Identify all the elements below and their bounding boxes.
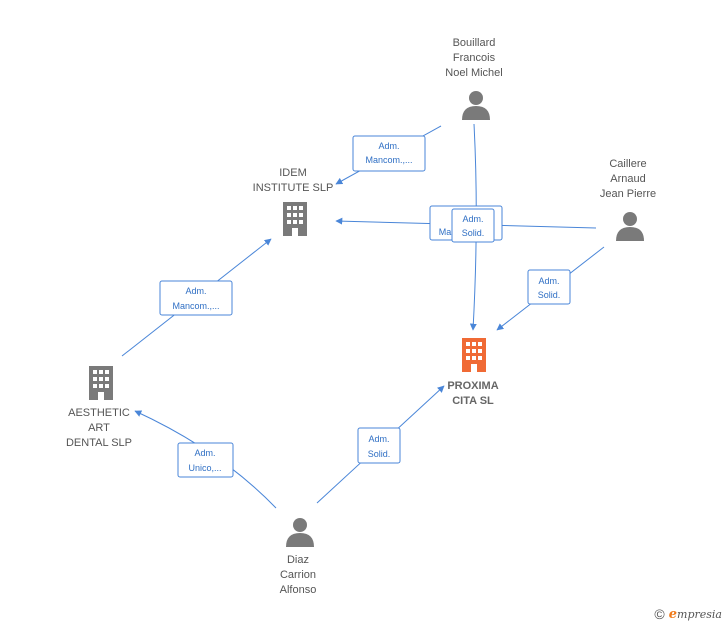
edge-label-diaz-aesthetic[interactable]: Adm. Unico,...: [177, 442, 234, 478]
building-icon: [283, 202, 307, 236]
svg-text:Adm.: Adm.: [538, 276, 559, 286]
svg-text:AESTHETIC: AESTHETIC: [68, 407, 130, 419]
svg-text:Mancom.,...: Mancom.,...: [365, 155, 412, 165]
edge-label-diaz-proxima[interactable]: Adm. Solid.: [357, 427, 401, 464]
svg-text:Solid.: Solid.: [462, 228, 485, 238]
svg-text:Bouillard: Bouillard: [453, 37, 496, 49]
building-icon: [89, 366, 113, 400]
svg-text:CITA SL: CITA SL: [452, 395, 494, 407]
svg-text:Adm.: Adm.: [185, 286, 206, 296]
svg-text:Mancom.,...: Mancom.,...: [172, 301, 219, 311]
svg-text:ART: ART: [88, 422, 110, 434]
svg-text:Caillere: Caillere: [609, 158, 646, 170]
node-idem-institute[interactable]: IDEM INSTITUTE SLP: [253, 167, 334, 236]
svg-text:Ma: Ma: [439, 227, 452, 237]
svg-text:Unico,...: Unico,...: [188, 463, 221, 473]
node-bouillard[interactable]: Bouillard Francois Noel Michel: [445, 37, 503, 120]
svg-text:PROXIMA: PROXIMA: [447, 380, 498, 392]
edge-label-bouillard-idem[interactable]: Adm. Mancom.,...: [352, 135, 426, 172]
edge-label-caillere-proxima[interactable]: Adm. Solid.: [527, 269, 571, 305]
svg-text:Adm.: Adm.: [378, 141, 399, 151]
brand-name: mpresia: [677, 607, 722, 621]
svg-text:Adm.: Adm.: [462, 214, 483, 224]
svg-text:Adm.: Adm.: [368, 434, 389, 444]
person-icon: [286, 518, 314, 547]
node-aesthetic-art-dental[interactable]: AESTHETIC ART DENTAL SLP: [66, 366, 132, 449]
node-caillere[interactable]: Caillere Arnaud Jean Pierre: [600, 158, 656, 241]
svg-text:Diaz: Diaz: [287, 554, 309, 566]
person-icon: [616, 212, 644, 241]
svg-text:Alfonso: Alfonso: [280, 584, 317, 596]
building-icon: [462, 338, 486, 372]
svg-text:Carrion: Carrion: [280, 569, 316, 581]
svg-text:Arnaud: Arnaud: [610, 173, 645, 185]
svg-text:DENTAL SLP: DENTAL SLP: [66, 437, 132, 449]
edge-label-aesthetic-idem[interactable]: Adm. Mancom.,...: [159, 280, 233, 316]
brand-initial: e: [668, 606, 678, 622]
node-diaz-carrion[interactable]: Diaz Carrion Alfonso: [280, 518, 317, 596]
svg-text:Adm.: Adm.: [194, 448, 215, 458]
svg-text:Solid.: Solid.: [368, 449, 391, 459]
node-proxima-cita[interactable]: PROXIMA CITA SL: [447, 338, 499, 407]
edge-label-bouillard-proxima[interactable]: Adm. Solid.: [451, 208, 495, 243]
svg-text:IDEM: IDEM: [279, 167, 307, 179]
person-icon: [462, 91, 490, 120]
svg-text:Noel Michel: Noel Michel: [445, 67, 502, 79]
svg-text:Solid.: Solid.: [538, 290, 561, 300]
copyright-icon: ©: [654, 606, 665, 622]
footer-brand[interactable]: © empresia: [654, 606, 722, 622]
svg-text:Jean Pierre: Jean Pierre: [600, 188, 656, 200]
svg-text:Francois: Francois: [453, 52, 496, 64]
svg-text:INSTITUTE SLP: INSTITUTE SLP: [253, 182, 334, 194]
